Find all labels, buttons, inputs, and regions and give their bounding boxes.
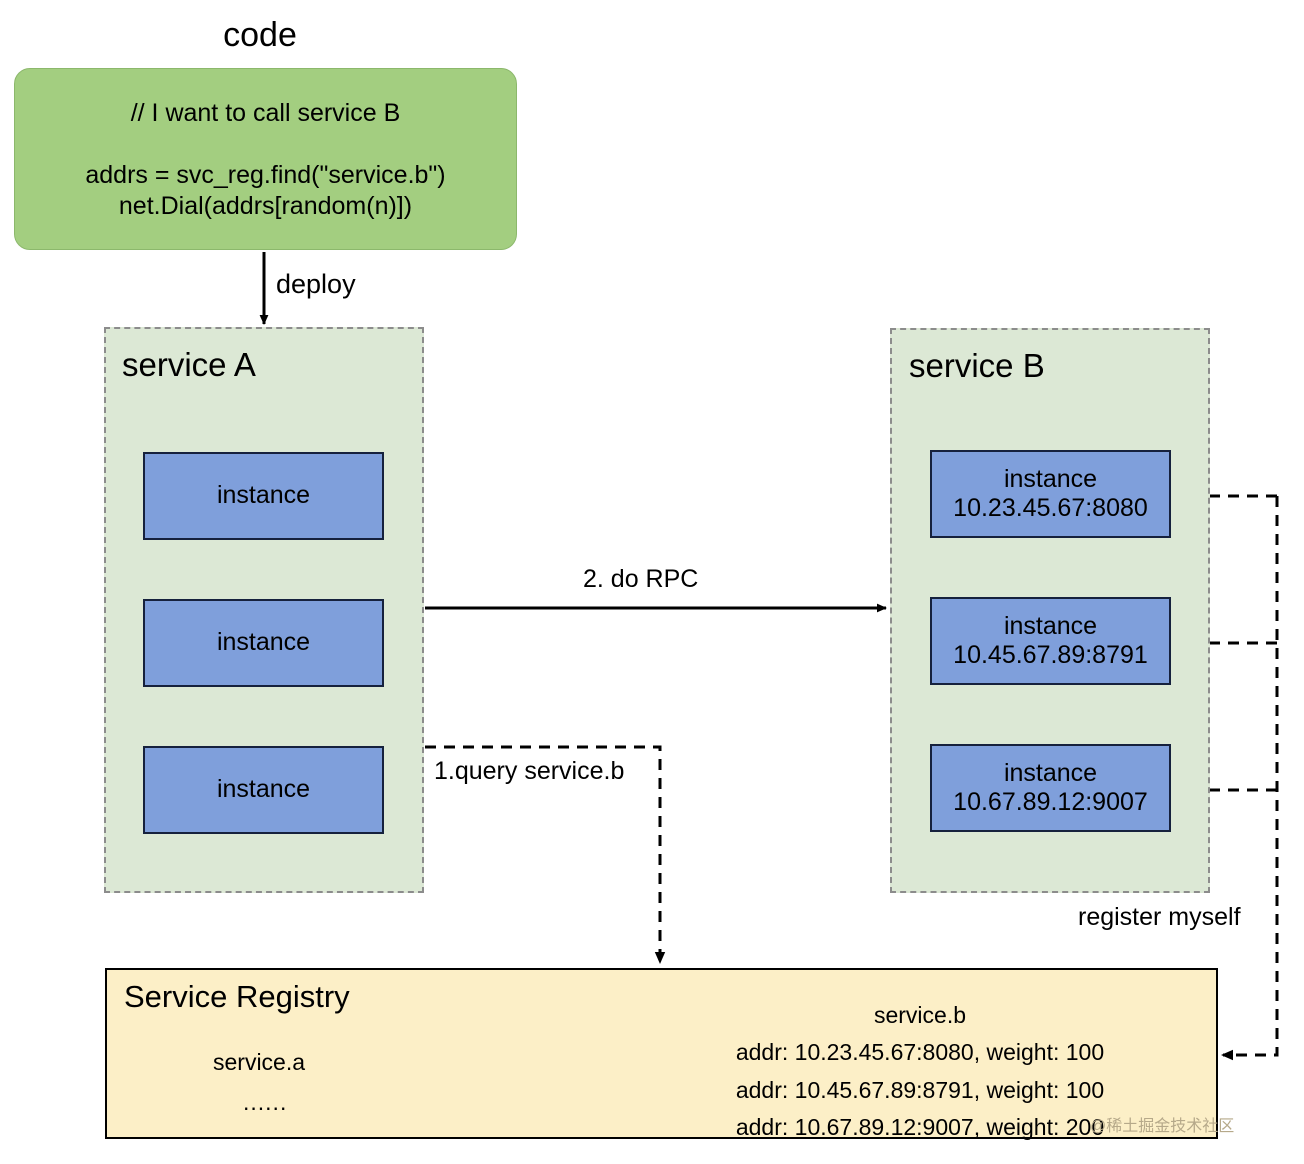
service-b-instance-1[interactable]: instance 10.23.45.67:8080 xyxy=(930,450,1171,538)
code-title: code xyxy=(223,16,297,54)
service-a-title: service A xyxy=(122,346,256,383)
instance-address: 10.23.45.67:8080 xyxy=(953,494,1148,522)
deploy-label: deploy xyxy=(276,269,356,299)
instance-label: instance xyxy=(216,481,311,510)
service-a-instance-3[interactable]: instance xyxy=(143,746,384,834)
service-b-instance-3[interactable]: instance 10.67.89.12:9007 xyxy=(930,744,1171,832)
instance-address: 10.67.89.12:9007 xyxy=(953,788,1148,816)
instance-address: 10.45.67.89:8791 xyxy=(953,641,1148,669)
do-rpc-label: 2. do RPC xyxy=(583,565,699,593)
service-registry-box xyxy=(105,968,1218,1139)
code-block xyxy=(14,68,517,250)
service-b-title: service B xyxy=(909,347,1045,384)
register-bus xyxy=(1221,496,1279,1061)
instance-label: instance xyxy=(1003,464,1098,493)
service-registry-title: Service Registry xyxy=(124,979,350,1014)
watermark: @稀土掘金技术社区 xyxy=(1090,1118,1235,1135)
instance-label: instance xyxy=(1003,611,1098,640)
register-label: register myself xyxy=(1078,903,1241,931)
registry-entry-service-a: service.a xyxy=(213,1049,306,1075)
query-label: 1.query service.b xyxy=(434,757,625,785)
instance-label: instance xyxy=(216,628,311,657)
service-b-instance-2[interactable]: instance 10.45.67.89:8791 xyxy=(930,597,1171,685)
code-statements: addrs = svc_reg.find("service.b") net.Di… xyxy=(85,161,446,221)
registry-ellipsis: ...... xyxy=(243,1089,288,1115)
code-comment: // I want to call service B xyxy=(130,99,401,127)
registry-entry-service-b: service.b addr: 10.23.45.67:8080, weight… xyxy=(735,1002,1105,1140)
service-a-instance-2[interactable]: instance xyxy=(143,599,384,687)
service-a-instance-1[interactable]: instance xyxy=(143,452,384,540)
instance-label: instance xyxy=(1003,758,1098,787)
instance-label: instance xyxy=(216,775,311,804)
